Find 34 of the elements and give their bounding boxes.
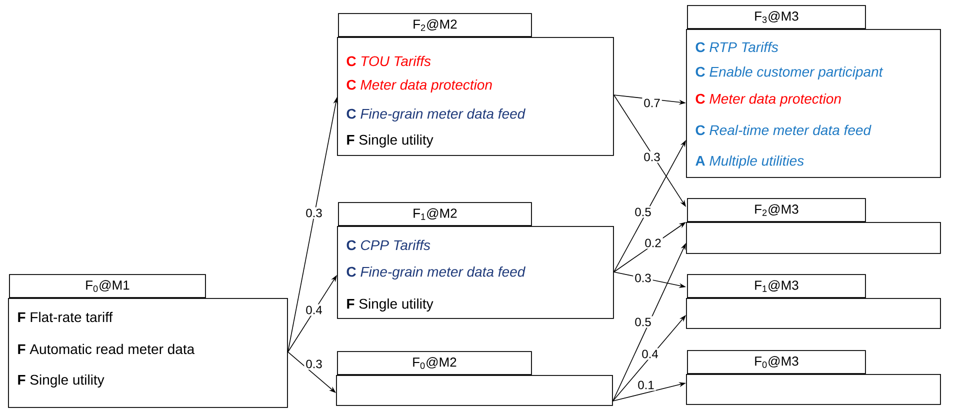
edge-label: 0.3 <box>642 151 662 163</box>
feature-text: F Automatic read meter data <box>18 344 195 354</box>
feature-text: C Fine-grain meter data feed <box>346 108 526 122</box>
edge-label: 0.5 <box>633 206 653 218</box>
feature-text: C Fine-grain meter data feed <box>346 266 526 280</box>
feature-text: C Meter data protection <box>346 79 492 93</box>
edge-label: 0.2 <box>643 237 663 249</box>
header-tab: F$_{0}$@M1 <box>9 274 206 298</box>
feature-text: C Enable customer participant <box>696 66 884 80</box>
edge-label: 0.5 <box>633 316 653 328</box>
edge-label: 0.3 <box>633 272 653 284</box>
edge-label: 0.3 <box>304 358 324 370</box>
feature-text: F Single utility <box>347 298 434 312</box>
feature-text: F Flat-rate tariff <box>18 312 113 322</box>
feature-text: F Single utility <box>18 374 104 388</box>
header-tab: F$_{2}$@M3 <box>687 198 866 222</box>
feature-text: C Meter data protection <box>696 93 841 107</box>
edge-label: 0.3 <box>304 207 324 219</box>
header-tab: F$_{3}$@M3 <box>687 5 866 29</box>
edge-label: 0.7 <box>642 97 662 109</box>
feature-text: F Single utility <box>347 134 434 148</box>
feature-text: A Multiple utilities <box>696 155 804 169</box>
edge-label: 0.1 <box>636 379 656 391</box>
feature-text: C RTP Tariffs <box>696 42 778 52</box>
header-tab: F$_{2}$@M2 <box>338 13 532 37</box>
header-tab: F$_{0}$@M2 <box>337 351 532 375</box>
feature-text: C CPP Tariffs <box>346 240 430 250</box>
edge-label: 0.4 <box>304 304 324 316</box>
feature-text: C TOU Tariffs <box>346 56 431 66</box>
header-tab: F$_{1}$@M2 <box>338 202 532 226</box>
header-tab: F$_{1}$@M3 <box>687 274 866 298</box>
header-tab: F$_{0}$@M3 <box>687 350 866 374</box>
edge-label: 0.4 <box>640 348 660 360</box>
feature-text: C Real-time meter data feed <box>696 124 872 136</box>
